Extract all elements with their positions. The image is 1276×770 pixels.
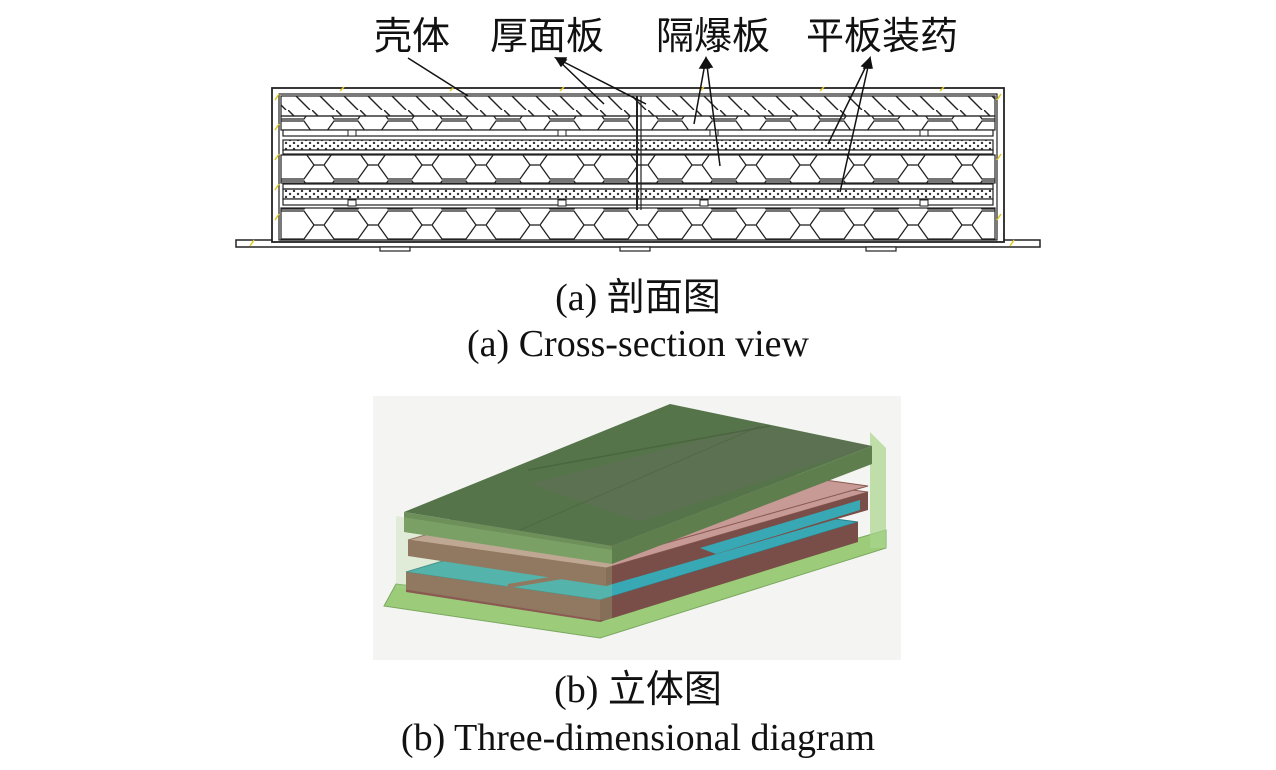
caption-b-en: (b) Three-dimensional diagram (400, 717, 876, 759)
label-flat-charge: 平板装药 (806, 14, 959, 58)
hex-layer-3 (280, 207, 996, 241)
label-shell: 壳体 (374, 14, 451, 58)
label-blast-plate: 隔爆板 (656, 14, 771, 58)
caption-a-cn: (a) 剖面图 (555, 277, 721, 319)
label-thick-panel: 厚面板 (490, 14, 605, 58)
caption-b-cn: (b) 立体图 (554, 669, 722, 711)
caption-a-en: (a) Cross-section view (467, 323, 809, 365)
